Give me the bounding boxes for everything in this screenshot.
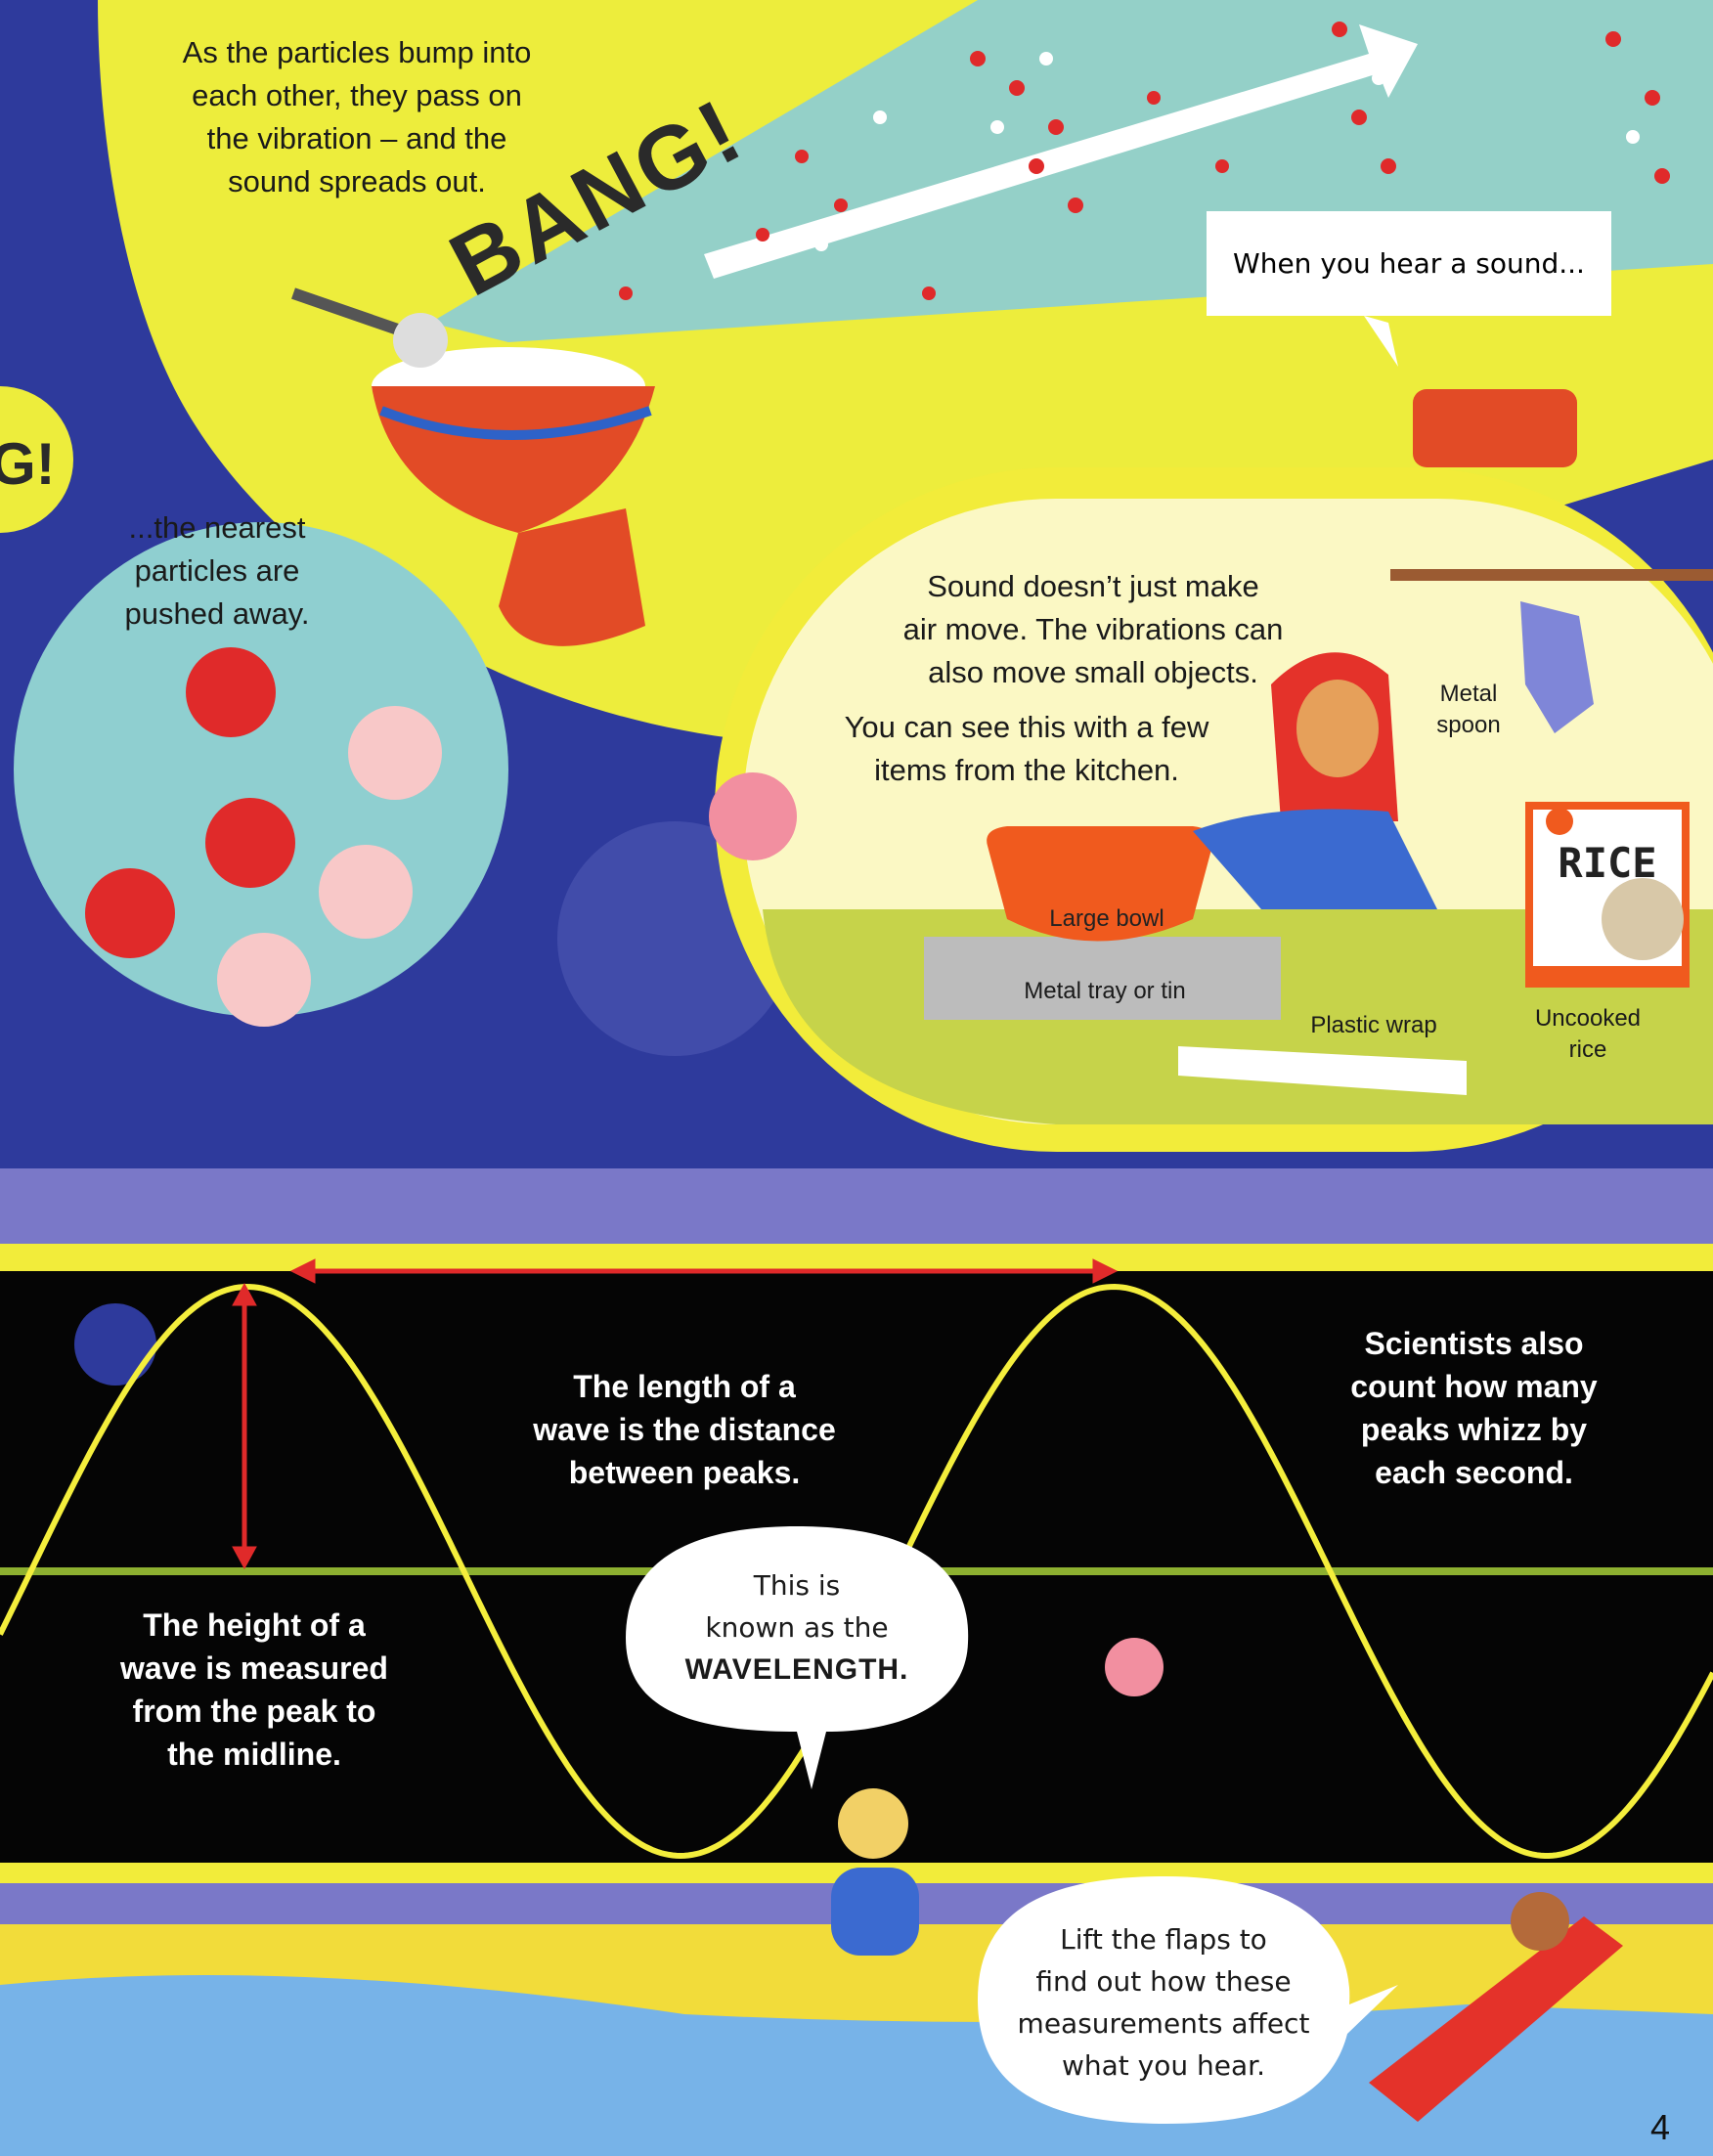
radio-illustration	[1413, 389, 1577, 467]
intro-text: As the particles bump into each other, t…	[182, 35, 532, 198]
kitchen-text-1: Sound doesn’t just make air move. The vi…	[902, 569, 1284, 689]
person-illustration	[1193, 652, 1437, 909]
wavelength-bubble-line: This is known as the	[705, 1569, 889, 1644]
kitchen-text-2: You can see this with a few items from t…	[844, 710, 1209, 787]
bang-partial-text: G!	[0, 431, 56, 497]
wavelength-term: WAVELENGTH.	[684, 1653, 909, 1686]
wave-height-text: The height of a wave is measured from th…	[120, 1607, 388, 1772]
label-large-bowl: Large bowl	[1049, 905, 1164, 932]
drum-illustration	[291, 287, 655, 646]
wave-length-text: The length of a wave is the distance bet…	[533, 1369, 836, 1490]
hear-sound-bubble: When you hear a sound...	[1207, 211, 1611, 316]
amplitude-arrow	[232, 1282, 257, 1570]
sunbather-illustration	[1369, 1892, 1623, 2122]
particles	[619, 22, 1670, 300]
nearest-particles-text: ...the nearest particles are pushed away…	[124, 510, 310, 631]
tray-illustration	[924, 937, 1281, 1020]
wavelength-bubble	[626, 1526, 969, 1789]
flaps-bubble	[978, 1876, 1398, 2124]
bowl-illustration	[987, 826, 1213, 942]
rice-bag-label: RICE	[1558, 839, 1657, 887]
arrow-icon	[704, 24, 1418, 279]
wavelength-arrow	[289, 1258, 1119, 1284]
lift-flaps-text: Lift the flaps to find out how these mea…	[1017, 1923, 1310, 2082]
plastic-wrap-illustration	[1178, 1046, 1467, 1095]
page-number: 4	[1650, 2107, 1671, 2147]
label-metal-spoon: Metal spoon	[1436, 681, 1501, 738]
scientists-text: Scientists also count how many peaks whi…	[1350, 1326, 1598, 1490]
label-metal-tray: Metal tray or tin	[1024, 978, 1186, 1004]
label-plastic-wrap: Plastic wrap	[1310, 1012, 1437, 1038]
hear-sound-text: When you hear a sound...	[1233, 247, 1585, 280]
swimmer-illustration	[831, 1788, 919, 1956]
particle-faces	[85, 647, 442, 1027]
purple-band	[0, 1168, 1713, 1244]
label-uncooked-rice: Uncooked rice	[1534, 1005, 1642, 1063]
